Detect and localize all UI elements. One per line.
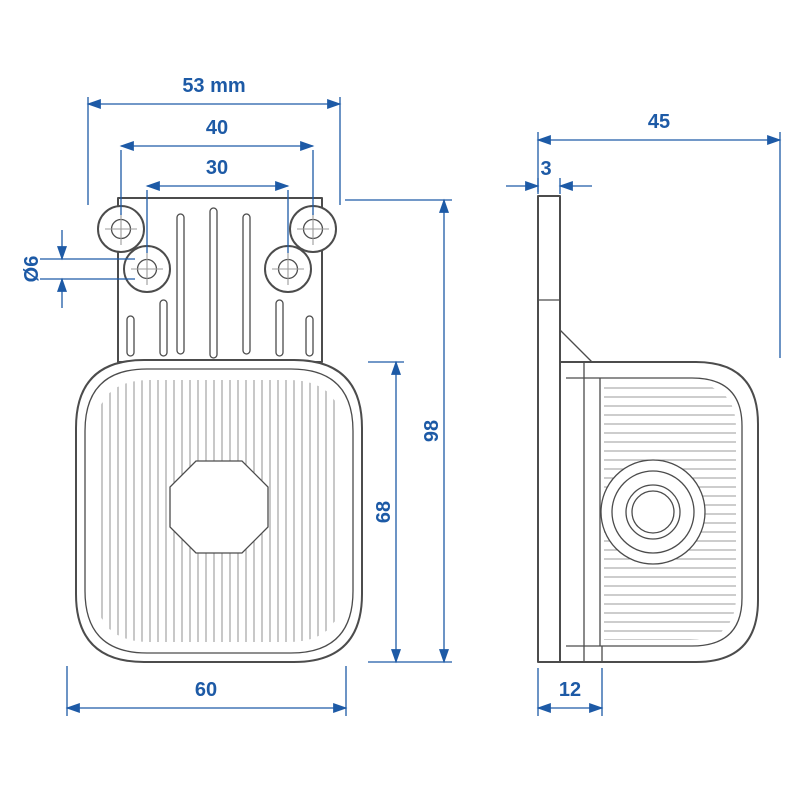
bracket-slot bbox=[275, 299, 284, 357]
dim-plate-thickness: 3 bbox=[506, 158, 592, 194]
dim-lens-width: 60 bbox=[65, 666, 348, 716]
dim-label-hole-pitch-inner: 30 bbox=[206, 157, 228, 179]
dimension-annotations: 53 mm 40 30 Ø6 98 bbox=[21, 75, 782, 716]
dim-lens-height: 68 bbox=[368, 360, 404, 664]
lens-inner-rim bbox=[84, 368, 354, 654]
dim-label-bracket-width: 53 mm bbox=[182, 75, 245, 97]
lens-ring bbox=[625, 484, 681, 540]
dim-hole-diameter: Ø6 bbox=[21, 230, 135, 308]
lens-ring-inner bbox=[631, 490, 675, 534]
dim-label-lens-height: 68 bbox=[373, 501, 395, 523]
front-view bbox=[75, 197, 363, 663]
dim-overall-height: 98 bbox=[345, 198, 452, 664]
hole-crosshairs bbox=[105, 213, 329, 285]
dim-label-overall-height: 98 bbox=[421, 420, 443, 442]
dim-hole-pitch-inner: 30 bbox=[145, 157, 290, 253]
dim-label-overall-depth: 45 bbox=[648, 111, 670, 133]
bracket-slot bbox=[126, 315, 135, 357]
dim-label-hole-pitch-outer: 40 bbox=[206, 117, 228, 139]
bracket-slot bbox=[305, 315, 314, 357]
center-octagon bbox=[169, 460, 269, 554]
lens-bulge-rings bbox=[600, 459, 706, 565]
dim-label-lens-width: 60 bbox=[195, 679, 217, 701]
side-view bbox=[537, 195, 759, 663]
bracket-slot bbox=[209, 207, 218, 359]
mounting-holes bbox=[97, 205, 337, 293]
dim-label-plate-thickness: 3 bbox=[540, 158, 551, 180]
dim-label-hole-diameter: Ø6 bbox=[21, 256, 43, 283]
dim-base-depth: 12 bbox=[536, 668, 604, 716]
bracket-slots bbox=[126, 207, 314, 359]
bracket-slot bbox=[176, 213, 185, 355]
bracket-slot bbox=[159, 299, 168, 357]
plate-body-transition bbox=[559, 329, 593, 363]
mounting-plate-edge bbox=[537, 195, 561, 663]
dim-overall-depth: 45 bbox=[536, 111, 782, 358]
dim-label-base-depth: 12 bbox=[559, 679, 581, 701]
dim-bracket-width: 53 mm bbox=[86, 75, 342, 205]
bracket-slot bbox=[242, 213, 251, 355]
housing-inner-contour bbox=[566, 377, 743, 647]
dim-hole-pitch-outer: 40 bbox=[119, 117, 315, 215]
